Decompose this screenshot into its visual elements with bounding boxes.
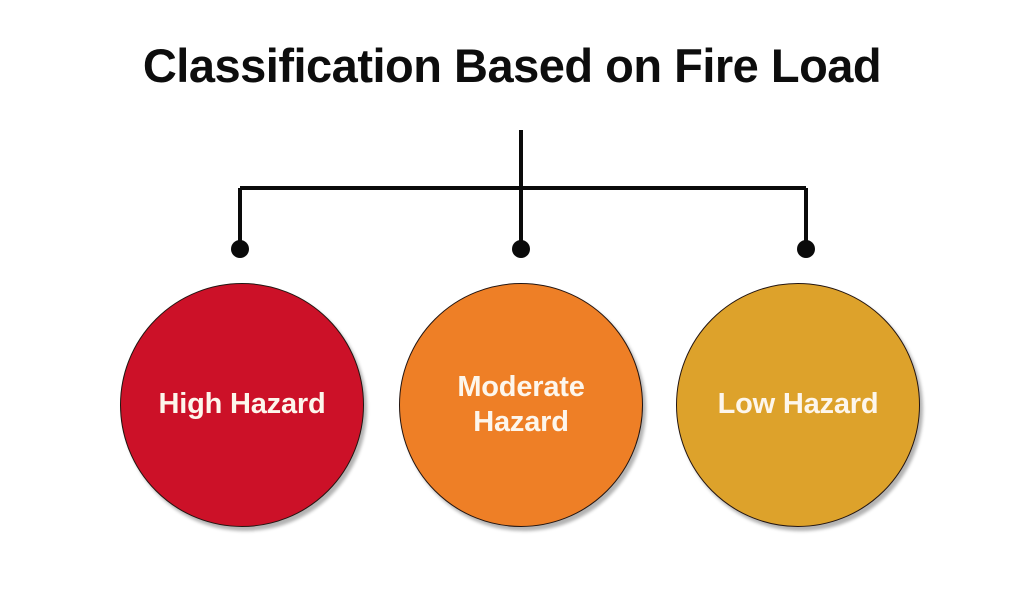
- hazard-node-moderate[interactable]: Moderate Hazard: [399, 283, 643, 527]
- hazard-node-label-low: Low Hazard: [717, 388, 879, 421]
- hazard-node-high[interactable]: High Hazard: [120, 283, 364, 527]
- hazard-node-label-moderate: Moderate Hazard: [439, 370, 602, 441]
- hazard-node-label-high: High Hazard: [158, 388, 326, 421]
- hazard-node-group: High Hazard Moderate Hazard Low Hazard: [0, 283, 1024, 533]
- hazard-node-label-moderate-line2: Hazard: [473, 406, 569, 438]
- diagram-title: Classification Based on Fire Load: [142, 39, 882, 92]
- connector-dot-center: [512, 240, 530, 258]
- hazard-node-label-moderate-line1: Moderate: [457, 370, 585, 403]
- connector-dot-right: [797, 240, 815, 258]
- hazard-node-low[interactable]: Low Hazard: [676, 283, 920, 527]
- connector-dot-left: [231, 240, 249, 258]
